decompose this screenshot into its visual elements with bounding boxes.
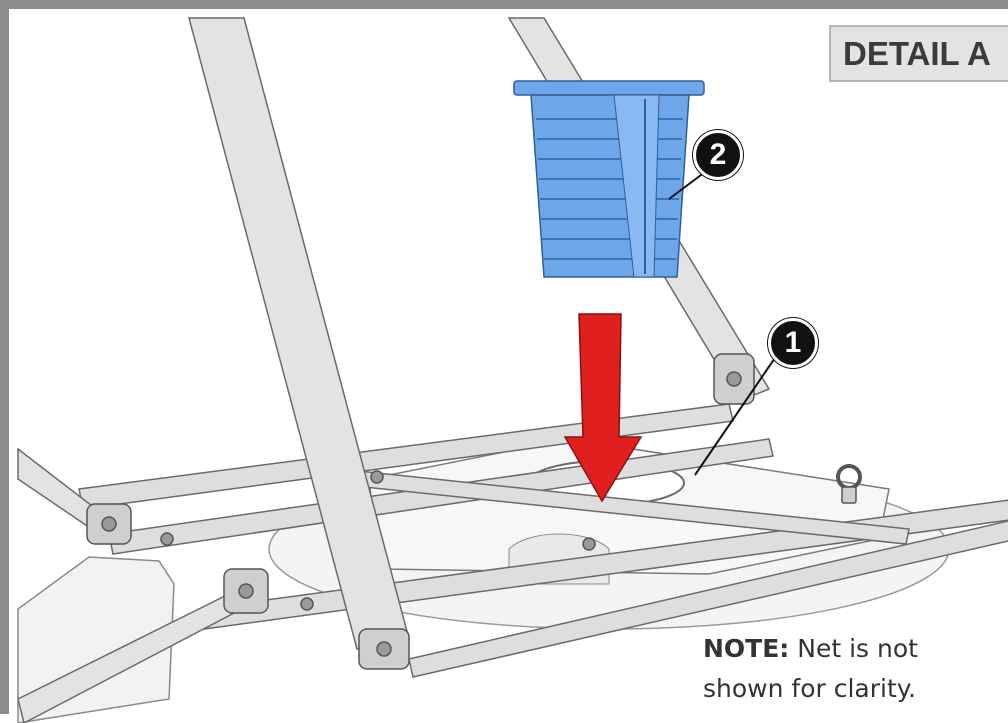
insert-arrow xyxy=(563,313,643,503)
clamp-brackets xyxy=(86,353,862,670)
note-line-1: NOTE: Net is not xyxy=(703,629,1003,669)
note-text: NOTE: Net is not shown for clarity. xyxy=(703,629,1003,709)
callout-2-badge: 2 xyxy=(693,130,743,180)
note-label: NOTE: xyxy=(703,634,790,663)
note-line-1-rest: Net is not xyxy=(789,634,918,663)
assembly-illustration xyxy=(17,17,1008,723)
blue-sleeve xyxy=(513,80,705,278)
note-line-2: shown for clarity. xyxy=(703,674,916,703)
detail-label: DETAIL A xyxy=(829,25,1008,82)
callout-1-badge: 1 xyxy=(768,318,818,368)
callout-1-leader xyxy=(694,351,780,476)
